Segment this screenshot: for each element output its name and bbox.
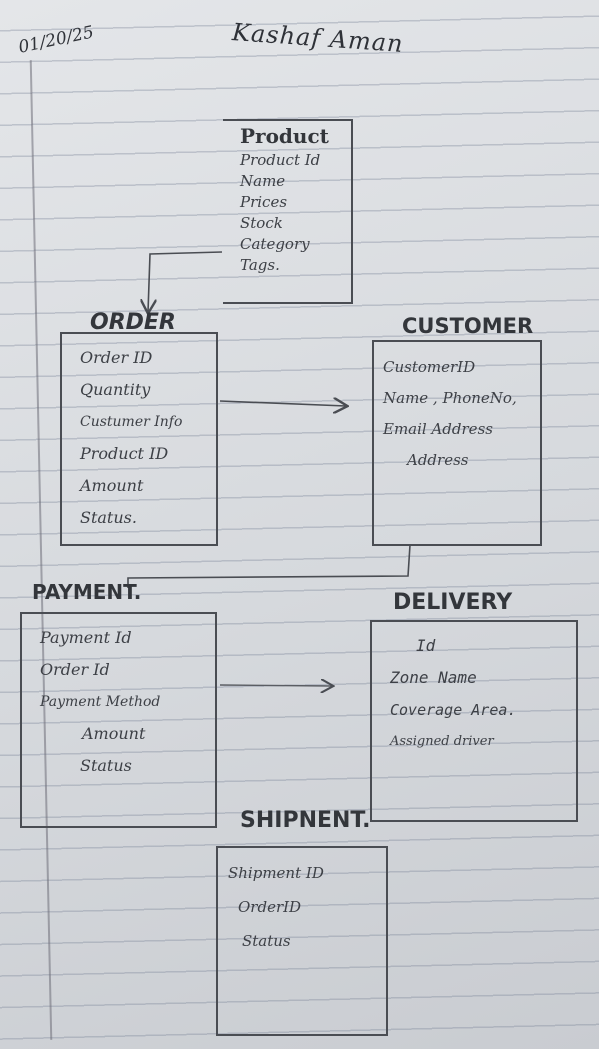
customer-title: CUSTOMER: [402, 314, 534, 338]
delivery-title: DELIVERY: [393, 590, 513, 615]
order-attr: Amount: [80, 476, 144, 495]
product-attr: Product Id: [240, 151, 321, 169]
shipment-attr: Status: [242, 932, 291, 950]
product-box: [223, 119, 353, 304]
shipment-title: SHIPNENT.: [240, 808, 371, 833]
product-attr: Stock: [240, 214, 283, 232]
product-attr: Name: [240, 172, 286, 190]
order-box: [60, 332, 218, 546]
payment-attr: Payment Method: [40, 694, 161, 710]
customer-attributes: CustomerID Name , PhoneNo, Email Address…: [383, 352, 517, 476]
payment-title: PAYMENT.: [32, 580, 142, 604]
product-order-connector: [148, 251, 223, 312]
delivery-attr: Coverage Area.: [390, 701, 517, 719]
delivery-attr: Zone Name: [390, 668, 477, 687]
shipment-attr: Shipment ID: [228, 864, 324, 882]
order-title: ORDER: [90, 310, 176, 335]
payment-attr: Order Id: [40, 660, 110, 679]
payment-attr: Amount: [82, 724, 146, 743]
shipment-attributes: Shipment ID OrderID Status: [228, 856, 324, 958]
payment-attr: Payment Id: [40, 628, 132, 647]
product-title: Product: [240, 124, 329, 148]
customer-attr: Name , PhoneNo,: [383, 389, 517, 407]
product-attr: Prices: [240, 193, 288, 211]
delivery-attr: Id: [416, 636, 436, 655]
payment-attributes: Payment Id Order Id Payment Method Amoun…: [40, 622, 160, 782]
order-attr: Status.: [80, 508, 137, 527]
delivery-attributes: Id Zone Name Coverage Area. Assigned dri…: [390, 630, 516, 758]
delivery-box: [370, 620, 578, 822]
order-customer-arrow: [219, 401, 346, 406]
order-attr: Product ID: [80, 444, 169, 463]
customer-box: [372, 340, 542, 546]
payment-attr: Status: [80, 756, 132, 775]
payment-box: [20, 612, 217, 828]
product-attributes: Product Id Name Prices Stock Category Ta…: [240, 150, 320, 276]
customer-attr: Address: [407, 451, 469, 469]
order-attributes: Order ID Quantity Custumer Info Product …: [80, 342, 182, 534]
product-attr: Category: [240, 235, 310, 253]
order-attr: Order ID: [80, 348, 153, 367]
customer-delivery-connector: [127, 544, 411, 588]
customer-attr: CustomerID: [383, 358, 476, 376]
shipment-box: [216, 846, 388, 1036]
product-attr: Tags.: [240, 256, 280, 274]
delivery-attr: Assigned driver: [390, 734, 494, 749]
order-attr: Quantity: [80, 380, 151, 399]
shipment-attr: OrderID: [238, 898, 302, 916]
customer-attr: Email Address: [383, 420, 493, 438]
payment-delivery-arrow: [219, 685, 332, 686]
order-attr: Custumer Info: [80, 414, 183, 430]
